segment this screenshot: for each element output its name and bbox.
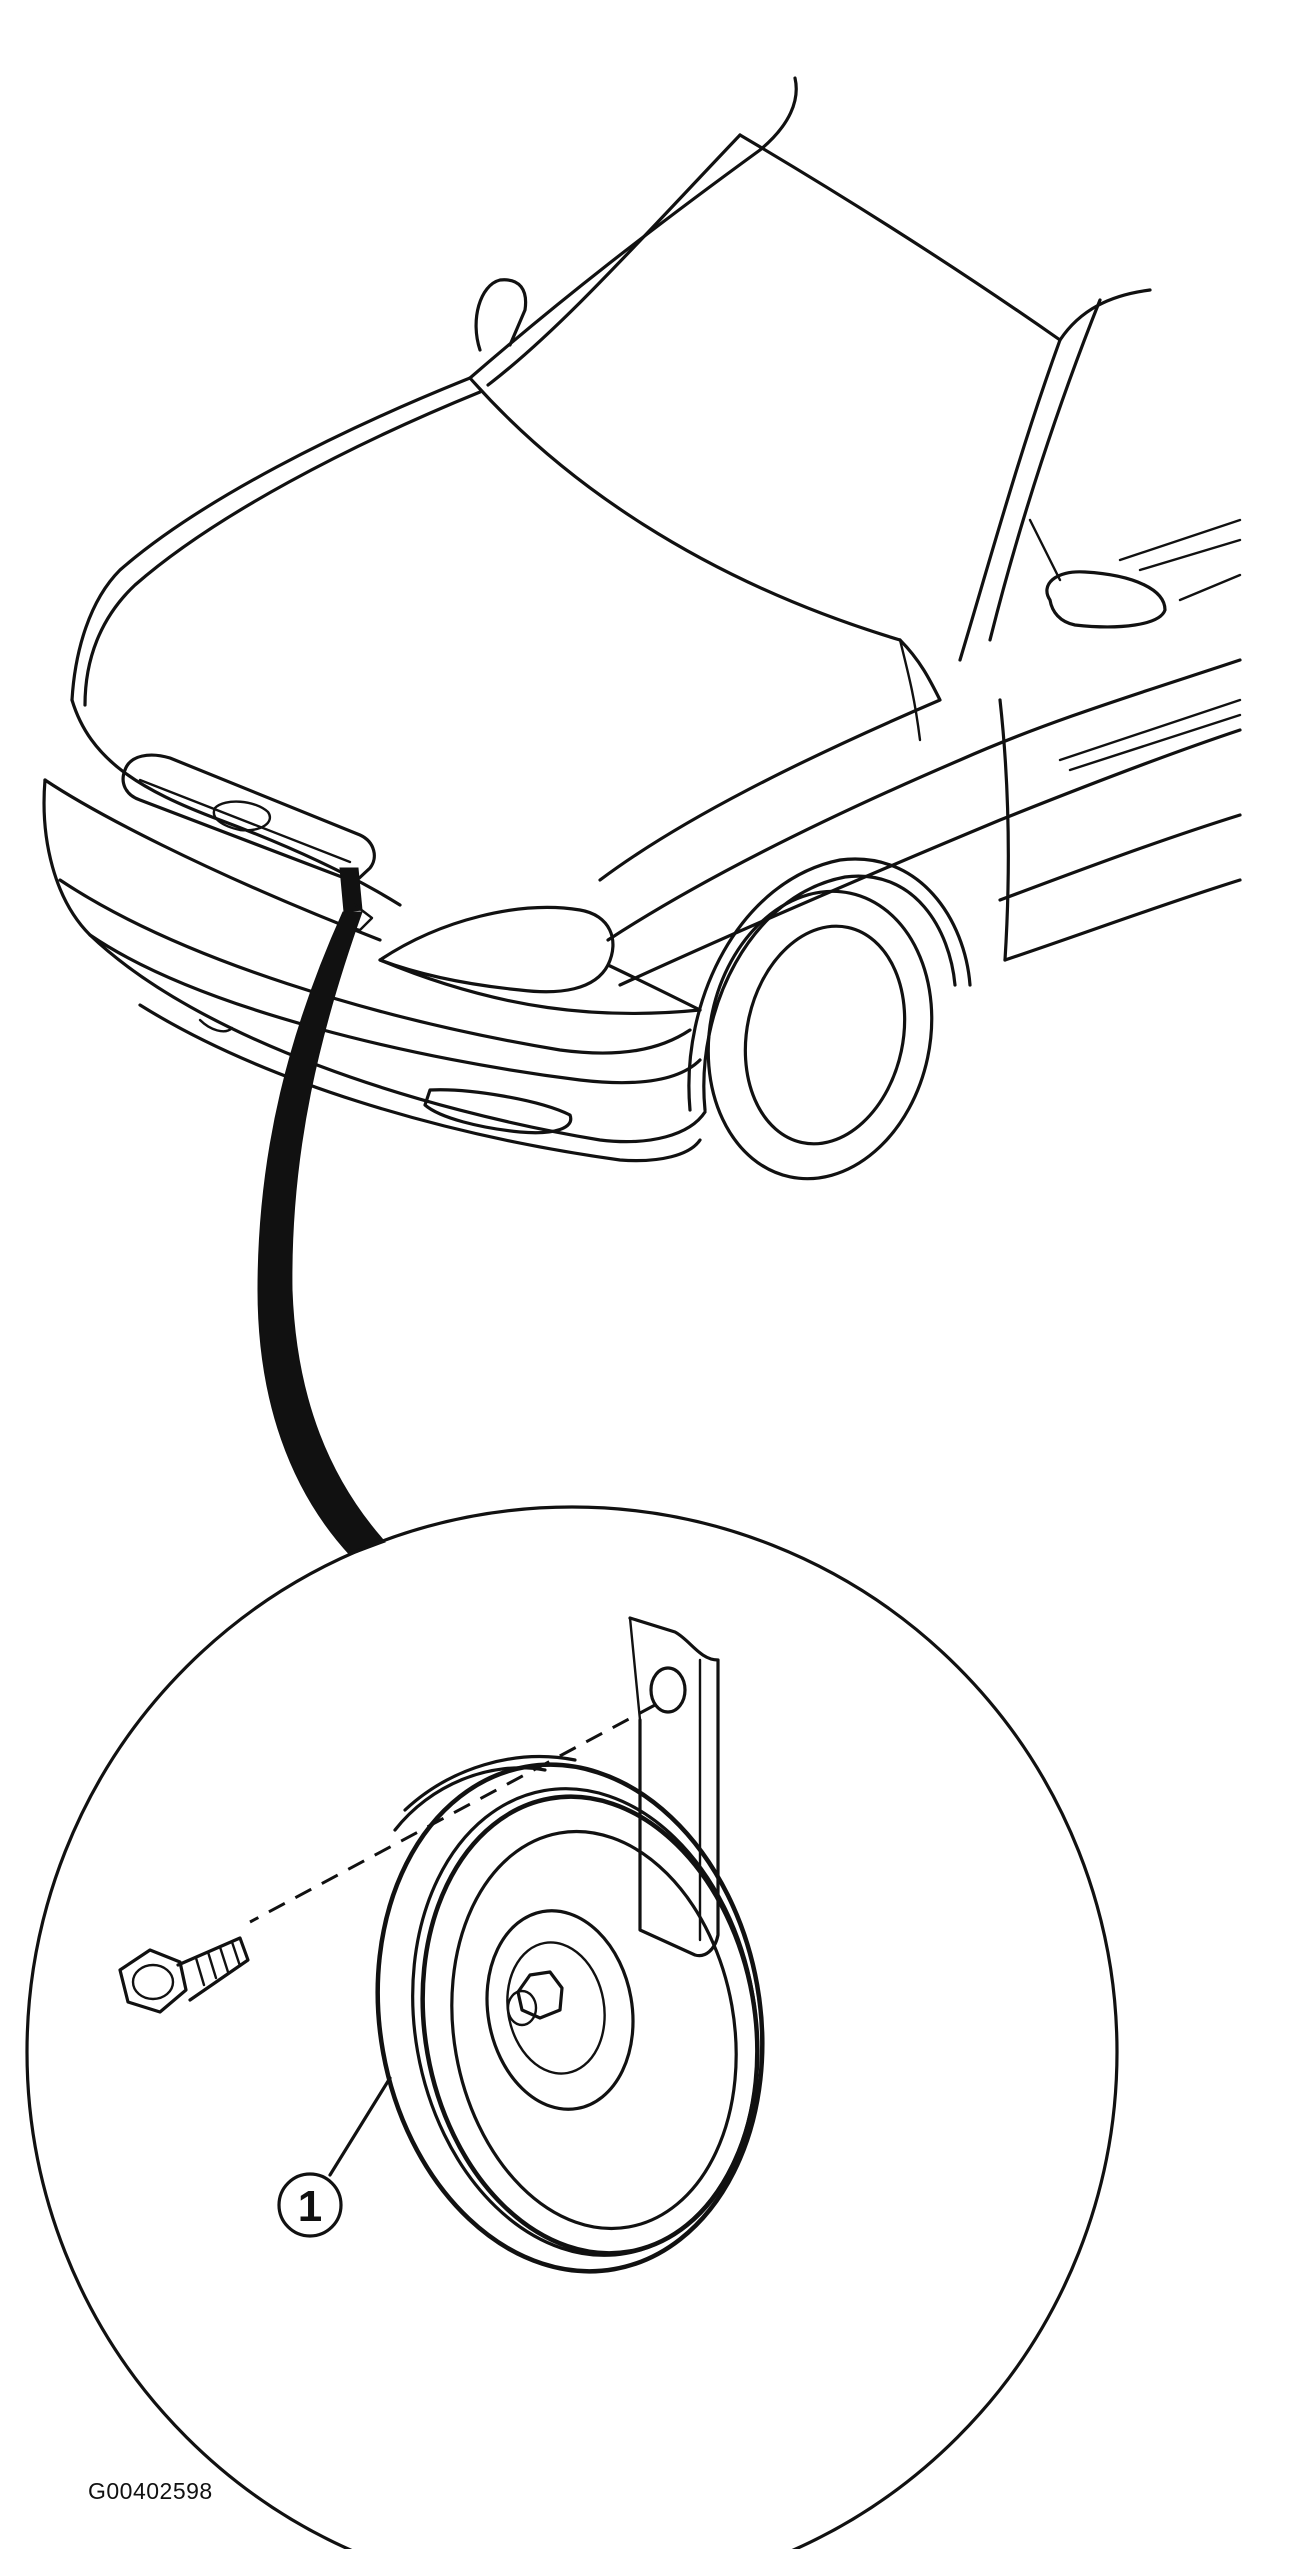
headlight: [378, 905, 615, 994]
fender-top: [606, 658, 1242, 942]
horn-center-nut: [516, 1970, 564, 2020]
side-lower-line: [998, 813, 1242, 902]
figure-code: G00402598: [88, 2478, 213, 2504]
car-front-view: [42, 76, 1242, 1181]
wheel-arch: [687, 857, 972, 1112]
roof-line: [468, 76, 798, 380]
wheel: [706, 889, 934, 1181]
roof-line-inner: [486, 133, 742, 387]
horn-center-boss: [485, 1909, 635, 2111]
windshield-right: [958, 338, 1062, 662]
horn-location-mark: [339, 867, 363, 913]
horn: [375, 1754, 765, 2274]
bumper-mid: [58, 878, 692, 1055]
windshield-bottom: [468, 376, 902, 642]
bumper-upper: [43, 778, 382, 942]
bumper-lower: [88, 933, 707, 1144]
horn-detail-view: 1: [25, 1505, 1119, 2549]
windshield-top: [738, 133, 1062, 342]
bracket-hole: [649, 1666, 687, 1714]
wheel-rim: [743, 924, 907, 1146]
right-mirror: [1045, 570, 1167, 629]
fog-lamp: [423, 1088, 573, 1135]
mounting-bolt: [118, 1936, 250, 2014]
hood-left-edge: [70, 376, 472, 702]
rocker: [1003, 878, 1242, 962]
callout-leader: [328, 2076, 392, 2177]
bumper-bottom: [138, 1003, 702, 1163]
left-mirror: [474, 278, 528, 352]
roof-rear: [1058, 288, 1152, 342]
grille-outline: [121, 753, 376, 884]
hood-left-edge-inner: [83, 390, 482, 707]
detail-circle: [25, 1505, 1119, 2549]
a-pillar: [988, 298, 1102, 642]
callout-number-1: 1: [298, 2182, 322, 2231]
mounting-bracket: [628, 1616, 720, 1958]
callout-circle: [277, 2172, 343, 2238]
bumper-top: [42, 778, 702, 1085]
hood-crease: [598, 638, 942, 882]
door-line: [998, 698, 1010, 962]
side-body-line: [618, 728, 1242, 987]
bolt-alignment-line: [249, 1703, 656, 1924]
grille-emblem: [212, 800, 271, 832]
